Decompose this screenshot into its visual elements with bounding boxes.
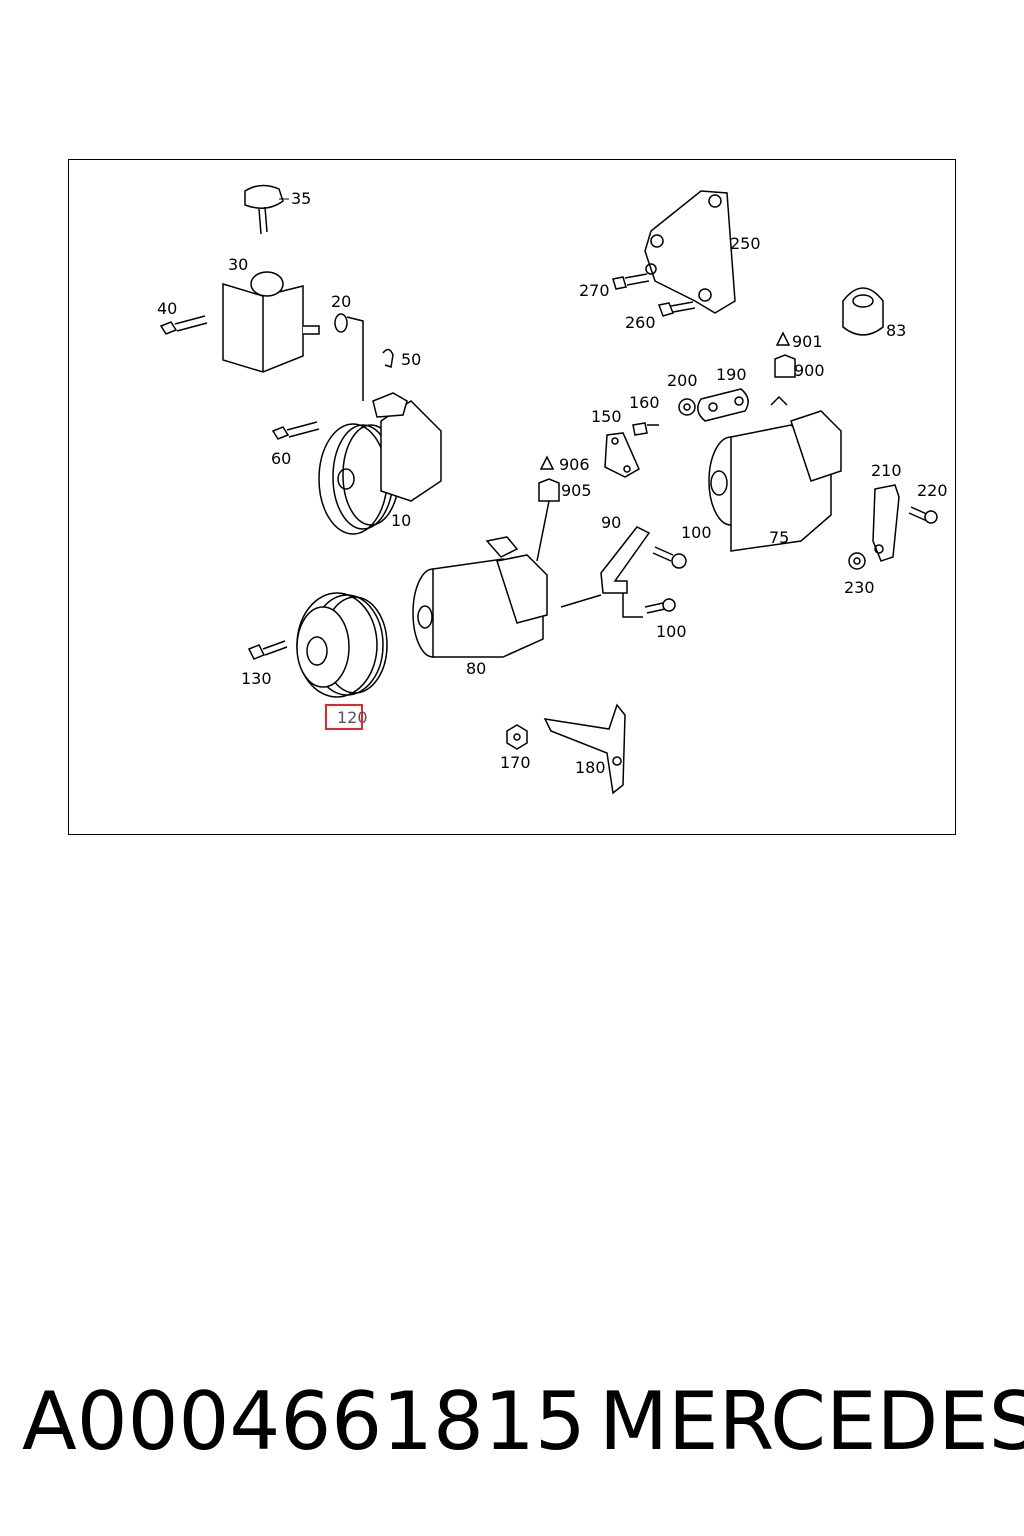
callout-130: 130	[241, 669, 272, 688]
callout-906: 906	[559, 455, 590, 474]
callout-10: 10	[391, 511, 411, 530]
callout-100-lower: 100	[656, 622, 687, 641]
callout-260: 260	[625, 313, 656, 332]
reservoir-part-30	[222, 271, 320, 373]
part-number: A0004661815	[22, 1375, 586, 1468]
callout-75: 75	[769, 528, 789, 547]
callout-50: 50	[401, 350, 421, 369]
pump-part-10	[318, 392, 442, 535]
callout-150: 150	[591, 407, 622, 426]
bolt-part-40	[159, 315, 208, 335]
callout-270: 270	[579, 281, 610, 300]
callout-20: 20	[331, 292, 351, 311]
bolt-part-100-lower	[622, 593, 676, 618]
hose-part-210	[872, 484, 900, 562]
bolt-part-260	[657, 301, 696, 317]
bolt-part-270	[612, 273, 650, 290]
bracket-part-180	[543, 703, 626, 795]
bolt-part-160	[632, 422, 659, 436]
connector-part-900-901	[774, 331, 796, 378]
callout-120: 120	[337, 708, 368, 727]
callout-80: 80	[466, 659, 486, 678]
part-footer: A0004661815 MERCEDES	[22, 1372, 1024, 1472]
connector-part-905-906	[536, 455, 560, 562]
parts-diagram-frame: 35 30 40 20 50 60 10 250 270 260 83 901 …	[68, 159, 956, 835]
nut-part-170	[506, 724, 528, 750]
bolt-part-60	[271, 421, 320, 440]
callout-35: 35	[291, 189, 311, 208]
bracket-part-250	[644, 190, 736, 314]
cap-part-83	[842, 287, 884, 336]
callout-190: 190	[716, 365, 747, 384]
nut-part-200	[678, 398, 696, 416]
callout-30: 30	[228, 255, 248, 274]
filler-cap-part-35	[244, 184, 284, 235]
callout-160: 160	[629, 393, 660, 412]
brand-name: MERCEDES	[599, 1375, 1024, 1468]
callout-905: 905	[561, 481, 592, 500]
callout-120-highlight-box	[325, 704, 363, 730]
callout-230: 230	[844, 578, 875, 597]
arm-part-90	[560, 526, 651, 608]
pump-part-75	[708, 395, 842, 552]
callout-210: 210	[871, 461, 902, 480]
bracket-part-150	[604, 432, 640, 478]
callout-170: 170	[500, 753, 531, 772]
parts-diagram: 35 30 40 20 50 60 10 250 270 260 83 901 …	[157, 184, 948, 795]
callout-220: 220	[917, 481, 948, 500]
callout-90: 90	[601, 513, 621, 532]
bolt-part-100-upper	[652, 546, 687, 569]
callout-250: 250	[730, 234, 761, 253]
callout-83: 83	[886, 321, 906, 340]
pump-part-80	[412, 536, 548, 658]
plate-part-190	[697, 388, 749, 422]
callout-40: 40	[157, 299, 177, 318]
callout-900: 900	[794, 361, 825, 380]
seal-ring-part-20	[334, 313, 364, 401]
pulley-part-120	[296, 592, 388, 698]
callout-180: 180	[575, 758, 606, 777]
nut-part-230	[848, 552, 866, 570]
callout-901: 901	[792, 332, 823, 351]
callout-60: 60	[271, 449, 291, 468]
clip-part-50	[382, 348, 394, 368]
bolt-part-130	[247, 640, 288, 660]
bolt-part-220	[908, 506, 938, 524]
callout-200: 200	[667, 371, 698, 390]
callout-100-upper: 100	[681, 523, 712, 542]
